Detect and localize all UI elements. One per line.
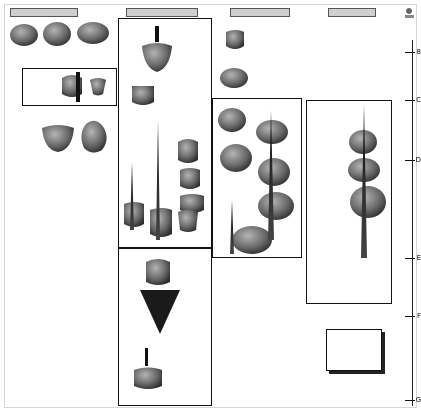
scale-axis (412, 40, 413, 406)
column4-vessels (348, 104, 386, 258)
column2-vessels (124, 26, 204, 240)
tick-e (405, 258, 415, 259)
tick-label-e: E (417, 255, 421, 262)
tick-label-c: C (416, 97, 421, 104)
tick-f (405, 316, 415, 317)
tick-label-8: 8 (417, 49, 421, 56)
tick-c (405, 100, 415, 101)
boxed-pots (62, 72, 106, 102)
tick-label-f: F (417, 313, 421, 320)
tick-8 (405, 52, 415, 53)
legend-box (326, 329, 382, 371)
column1-top-pots (10, 22, 109, 46)
column2-lower-vessels (134, 259, 180, 389)
column3-vessels (218, 30, 294, 254)
tick-g (405, 400, 415, 401)
tick-d (405, 160, 415, 161)
tick-label-g: G (416, 397, 421, 404)
loose-pots (42, 121, 107, 153)
tick-label-d: D (416, 157, 421, 164)
